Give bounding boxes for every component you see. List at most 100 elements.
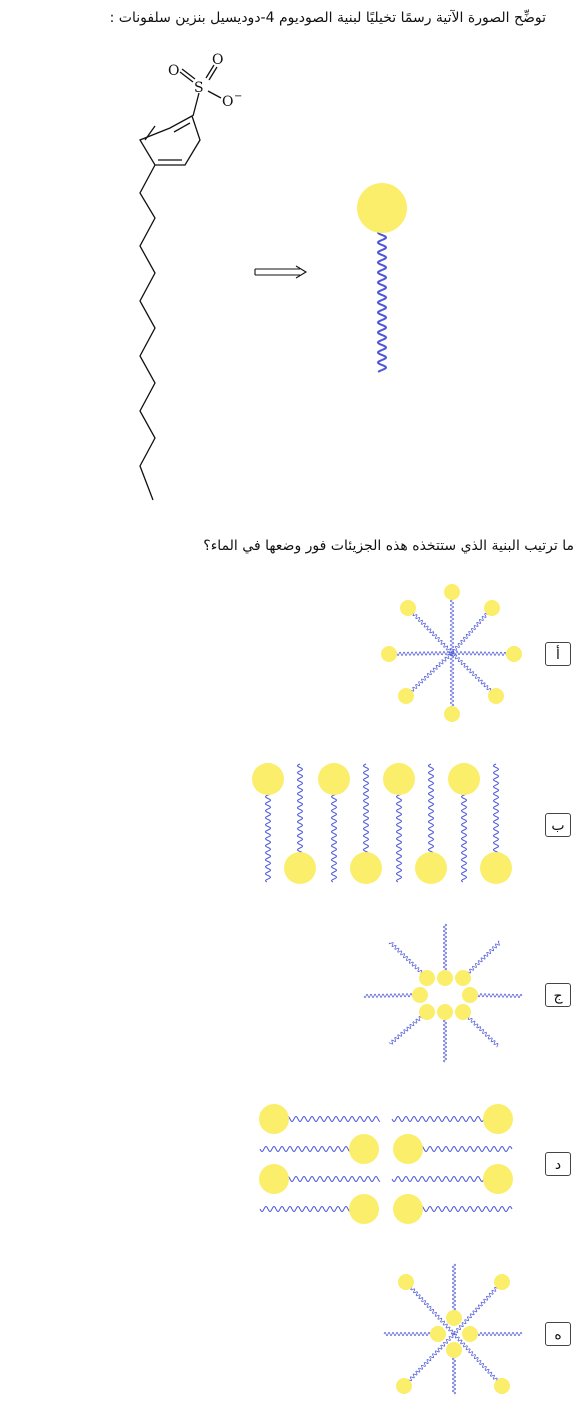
head — [349, 1134, 379, 1164]
oxygen-atom-left: O — [168, 63, 179, 79]
head — [480, 852, 512, 884]
tail — [406, 607, 454, 654]
tail — [405, 651, 453, 698]
head — [398, 1274, 414, 1290]
tail — [395, 787, 403, 883]
head — [506, 646, 522, 662]
head — [412, 987, 428, 1003]
tail — [404, 1281, 456, 1335]
tail — [407, 1205, 513, 1213]
head — [284, 852, 316, 884]
tail — [452, 1263, 456, 1319]
tail — [443, 1011, 447, 1063]
head — [437, 970, 453, 986]
tail — [259, 1205, 365, 1213]
option-a-diagram — [381, 584, 522, 722]
conversion-arrow — [254, 265, 308, 279]
head — [259, 1164, 289, 1194]
head — [455, 1004, 471, 1020]
head — [455, 970, 471, 986]
head — [484, 600, 500, 616]
head — [396, 1378, 412, 1394]
tail — [388, 650, 453, 656]
option-b-diagram — [252, 763, 512, 884]
option-d-button[interactable]: د — [545, 1152, 571, 1176]
sulfur-atom: S — [194, 80, 204, 96]
tail — [492, 763, 500, 859]
tail — [452, 651, 498, 697]
head — [252, 763, 284, 795]
option-a-button[interactable]: أ — [545, 642, 571, 666]
head — [446, 1342, 462, 1358]
tail — [449, 652, 455, 715]
tail — [383, 1332, 439, 1336]
tail — [259, 1145, 365, 1153]
head — [494, 1378, 510, 1394]
head — [446, 1310, 462, 1326]
head — [483, 1164, 513, 1194]
tail — [391, 1115, 499, 1123]
tail — [296, 763, 304, 859]
tail — [449, 591, 455, 654]
head — [381, 646, 397, 662]
tail — [330, 787, 338, 883]
head — [318, 763, 350, 795]
tail — [362, 763, 370, 859]
tail — [273, 1115, 381, 1123]
head — [494, 1274, 510, 1290]
head — [415, 852, 447, 884]
tail — [443, 923, 447, 979]
head — [350, 852, 382, 884]
option-e-diagram — [383, 1263, 523, 1395]
tail — [403, 1333, 455, 1388]
tail — [273, 1175, 381, 1183]
tail — [469, 1332, 523, 1336]
head — [437, 1004, 453, 1020]
tail — [376, 229, 388, 373]
head — [357, 183, 407, 233]
option-c-diagram — [363, 923, 523, 1063]
tail — [452, 1333, 504, 1387]
head — [488, 688, 504, 704]
tail — [461, 1011, 499, 1048]
head — [430, 1326, 446, 1342]
head — [419, 970, 435, 986]
tail — [427, 763, 435, 859]
question-text: ما ترتيب البنية الذي ستتخذه هذه الجزيئات… — [203, 538, 574, 554]
head — [383, 763, 415, 795]
tail — [469, 993, 523, 998]
tail — [462, 940, 500, 980]
head — [259, 1104, 289, 1134]
option-e-button[interactable]: ه — [545, 1322, 571, 1346]
head — [393, 1134, 423, 1164]
surfactant-schematic — [357, 183, 407, 373]
tail — [391, 1175, 499, 1183]
head — [393, 1194, 423, 1224]
tail — [388, 942, 429, 979]
option-d-diagram — [259, 1104, 513, 1224]
head — [400, 600, 416, 616]
tail — [451, 651, 515, 656]
intro-text: توضِّح الصورة الآتية رسمًا تخيليًا لبنية… — [109, 10, 546, 26]
tail — [363, 993, 421, 998]
head — [419, 1004, 435, 1020]
head — [444, 706, 460, 722]
molecule-structure: S O O O − — [139, 52, 242, 501]
option-b-button[interactable]: ب — [545, 813, 571, 837]
negative-charge: − — [234, 91, 242, 102]
head — [444, 584, 460, 600]
head — [462, 987, 478, 1003]
tail — [451, 607, 493, 654]
head — [483, 1104, 513, 1134]
tail — [460, 787, 468, 883]
tail — [407, 1145, 513, 1153]
tail — [264, 787, 272, 883]
head — [349, 1194, 379, 1224]
oxygen-atom-right: O — [222, 94, 233, 110]
head — [398, 688, 414, 704]
tail — [453, 1281, 503, 1336]
head — [448, 763, 480, 795]
head — [462, 1326, 478, 1342]
tail — [388, 1010, 428, 1045]
option-c-button[interactable]: ج — [545, 983, 571, 1007]
